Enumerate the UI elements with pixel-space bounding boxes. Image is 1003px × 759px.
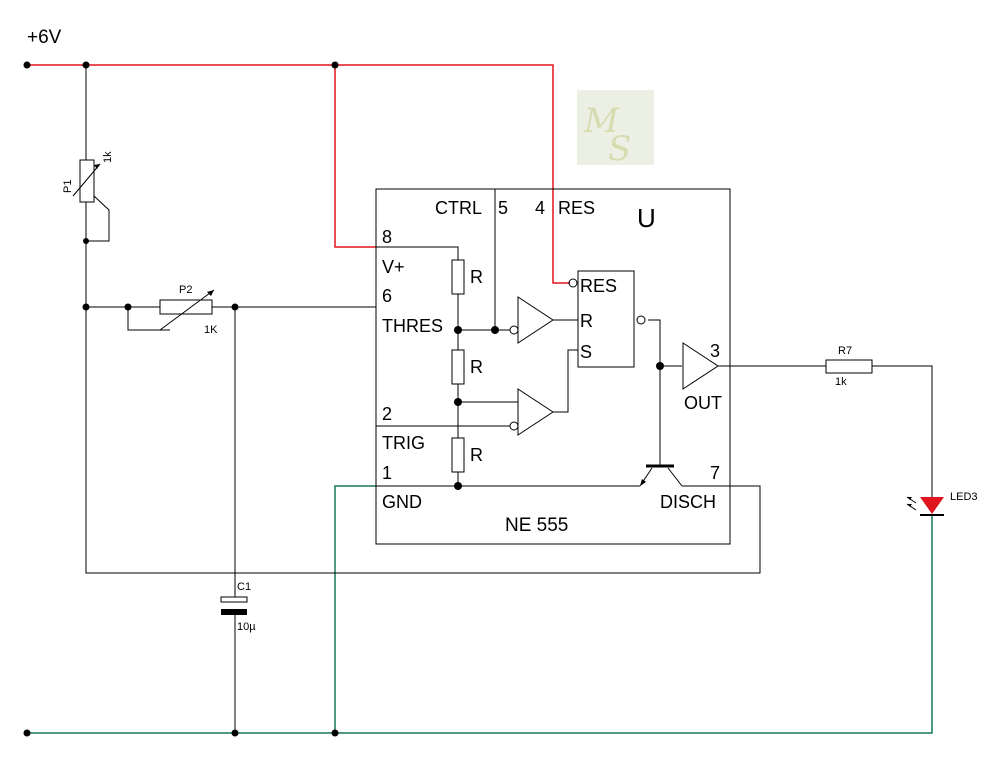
p2-value: 1K: [204, 324, 218, 336]
divider-r1-label: R: [470, 267, 483, 287]
pin-vplus-label: V+: [382, 257, 405, 277]
flip-flop: [568, 270, 646, 368]
svg-text:M: M: [583, 101, 620, 141]
potentiometer-p2: [86, 289, 376, 331]
pin-thres-label: THRES: [382, 316, 443, 336]
pin-res-label: RES: [558, 198, 595, 218]
capacitor-c1: [220, 307, 248, 733]
pin-trig-label: TRIG: [382, 433, 425, 453]
svg-text:S: S: [608, 129, 631, 169]
ms-watermark-logo: M S: [577, 90, 654, 169]
r7-value: 1k: [835, 376, 847, 388]
divider-r2-label: R: [470, 357, 483, 377]
discharge-transistor: [639, 464, 683, 487]
c1-value: 10µ: [237, 621, 256, 633]
p2-name: P2: [179, 284, 192, 296]
supply-label: +6V: [27, 27, 62, 48]
ff-s-label: S: [580, 342, 592, 362]
comparator-threshold: [509, 296, 554, 344]
internal-wiring: [376, 189, 730, 490]
pin-6-number: 6: [382, 286, 392, 306]
chip-title: NE 555: [505, 515, 568, 536]
pin-7-number: 7: [710, 463, 720, 483]
pin-2-number: 2: [382, 404, 392, 424]
r7-name: R7: [838, 345, 852, 357]
divider-r3-label: R: [470, 445, 483, 465]
discharge-wire: [85, 307, 761, 574]
led3-name: LED3: [950, 491, 978, 503]
pin-4-number: 4: [535, 198, 545, 218]
c1-name: C1: [237, 581, 251, 593]
supply-rail: [23, 61, 570, 284]
comparator-trigger: [509, 388, 554, 436]
chip-unit-letter: U: [637, 203, 656, 233]
pin-gnd-label: GND: [382, 492, 422, 512]
pin-ctrl-label: CTRL: [435, 198, 482, 218]
resistor-r7: [730, 359, 933, 497]
p1-value: 1k: [102, 151, 114, 163]
pin-disch-label: DISCH: [660, 492, 716, 512]
ff-r-label: R: [580, 311, 593, 331]
ground-rail: [23, 485, 933, 737]
pin-5-number: 5: [498, 198, 508, 218]
pin-out-label: OUT: [684, 393, 722, 413]
pin-1-number: 1: [382, 463, 392, 483]
led3: [906, 496, 944, 516]
output-buffer: [682, 342, 719, 390]
ff-res-label: RES: [580, 276, 617, 296]
potentiometer-p1: [72, 65, 110, 311]
pin-3-number: 3: [710, 341, 720, 361]
pin-8-number: 8: [382, 227, 392, 247]
p1-name: P1: [62, 180, 74, 193]
